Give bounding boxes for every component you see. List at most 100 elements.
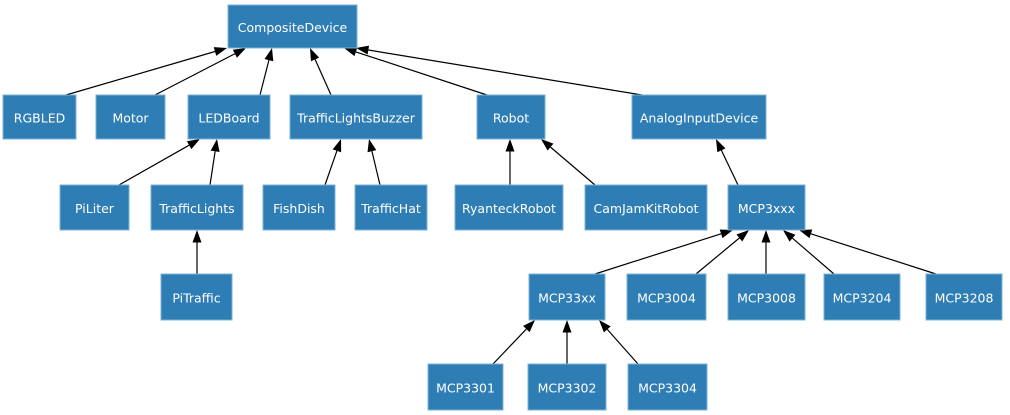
class-node-box[interactable]	[187, 94, 271, 140]
arrowhead-icon	[186, 139, 200, 150]
class-node-mcp33xx[interactable]: MCP33xx	[528, 273, 606, 321]
class-node-box[interactable]	[59, 184, 130, 231]
class-node-box[interactable]	[823, 273, 901, 321]
class-node-rgbled[interactable]: RGBLED	[2, 94, 77, 140]
class-node-box[interactable]	[626, 273, 707, 321]
inheritance-edge-analoginputdevice-to-compositedevice	[356, 45, 643, 96]
class-node-label: RGBLED	[14, 111, 65, 126]
class-node-label: MCP3204	[833, 291, 892, 306]
arrowhead-icon	[332, 139, 342, 153]
class-node-box[interactable]	[262, 184, 336, 231]
class-node-robot[interactable]: Robot	[476, 94, 546, 140]
class-node-box[interactable]	[150, 184, 244, 231]
arrowhead-icon	[541, 139, 554, 151]
class-node-ledboard[interactable]: LEDBoard	[187, 94, 271, 140]
arrowhead-icon	[716, 139, 726, 153]
inheritance-edge-robot-to-compositedevice	[344, 47, 488, 96]
inheritance-edge-mcp3004-to-mcp3xxx	[695, 230, 749, 275]
inheritance-edge-trafficlightsbuzzer-to-compositedevice	[310, 48, 332, 96]
class-node-label: MCP3004	[637, 291, 696, 306]
class-node-label: MCP3008	[737, 291, 796, 306]
class-node-box[interactable]	[95, 94, 166, 140]
class-node-box[interactable]	[727, 184, 806, 231]
class-node-mcp3301[interactable]: MCP3301	[427, 363, 504, 411]
class-node-box[interactable]	[227, 4, 358, 49]
class-node-piliter[interactable]: PiLiter	[59, 184, 130, 231]
class-node-mcp3304[interactable]: MCP3304	[627, 363, 708, 411]
class-node-box[interactable]	[427, 363, 504, 411]
class-node-label: Robot	[493, 111, 529, 126]
class-node-label: TrafficLightsBuzzer	[296, 111, 416, 126]
arrowhead-icon	[344, 47, 358, 57]
arrowhead-icon	[310, 48, 320, 62]
arrowhead-icon	[264, 48, 274, 62]
class-node-box[interactable]	[528, 273, 606, 321]
inheritance-edge-mcp3304-to-mcp33xx	[599, 320, 639, 365]
arrowhead-icon	[719, 229, 733, 239]
arrowhead-icon	[523, 320, 535, 333]
class-node-mcp3xxx[interactable]: MCP3xxx	[727, 184, 806, 231]
inheritance-edge-mcp3204-to-mcp3xxx	[783, 230, 835, 275]
arrowhead-icon	[213, 47, 227, 56]
arrowhead-icon	[736, 230, 749, 242]
class-node-label: TrafficLights	[158, 201, 234, 216]
class-node-motor[interactable]: Motor	[95, 94, 166, 140]
class-node-label: RyanteckRobot	[462, 201, 556, 216]
arrowhead-icon	[599, 320, 611, 333]
arrowhead-icon	[356, 45, 370, 55]
class-node-label: MCP3304	[638, 381, 697, 396]
class-node-compositedevice[interactable]: CompositeDevice	[227, 4, 358, 49]
class-node-pitraffic[interactable]: PiTraffic	[160, 273, 233, 321]
class-node-label: MCP3208	[935, 291, 994, 306]
inheritance-edge-traffichat-to-trafficlightsbuzzer	[367, 139, 381, 186]
class-node-box[interactable]	[925, 273, 1003, 321]
class-node-box[interactable]	[454, 184, 564, 231]
class-node-box[interactable]	[527, 363, 607, 411]
class-node-box[interactable]	[476, 94, 546, 140]
class-node-label: MCP3302	[538, 381, 597, 396]
class-node-fishdish[interactable]: FishDish	[262, 184, 336, 231]
inheritance-edge-motor-to-compositedevice	[154, 48, 246, 96]
class-node-label: CompositeDevice	[238, 20, 348, 35]
class-node-mcp3004[interactable]: MCP3004	[626, 273, 707, 321]
class-node-mcp3208[interactable]: MCP3208	[925, 273, 1003, 321]
class-node-box[interactable]	[354, 184, 428, 231]
arrowhead-icon	[562, 320, 572, 333]
arrowhead-icon	[210, 139, 220, 153]
class-node-ryanteckrobot[interactable]: RyanteckRobot	[454, 184, 564, 231]
class-node-label: AnalogInputDevice	[640, 111, 759, 126]
class-node-label: LEDBoard	[198, 111, 259, 126]
inheritance-edge-mcp3008-to-mcp3xxx	[761, 230, 771, 274]
arrowhead-icon	[783, 230, 796, 242]
arrowhead-icon	[799, 229, 813, 239]
inheritance-edge-trafficlights-to-ledboard	[209, 139, 220, 186]
class-node-trafficlights[interactable]: TrafficLights	[150, 184, 244, 231]
class-node-label: CamJamKitRobot	[594, 201, 699, 216]
class-node-box[interactable]	[584, 184, 708, 231]
class-node-box[interactable]	[727, 273, 806, 321]
arrowhead-icon	[232, 48, 246, 58]
class-node-label: PiLiter	[75, 201, 115, 216]
inheritance-edge-camjamkitrobot-to-robot	[541, 139, 596, 186]
class-node-box[interactable]	[289, 94, 423, 140]
class-node-box[interactable]	[631, 94, 767, 140]
class-node-mcp3008[interactable]: MCP3008	[727, 273, 806, 321]
inheritance-edge-mcp33xx-to-mcp3xxx	[594, 229, 733, 275]
class-node-box[interactable]	[627, 363, 708, 411]
arrowhead-icon	[367, 139, 377, 153]
class-node-label: TrafficHat	[360, 201, 421, 216]
class-node-camjamkitrobot[interactable]: CamJamKitRobot	[584, 184, 708, 231]
inheritance-edge-ledboard-to-compositedevice	[259, 48, 274, 96]
class-node-label: MCP3xxx	[738, 201, 795, 216]
class-node-traffichat[interactable]: TrafficHat	[354, 184, 428, 231]
inheritance-edge-rgbled-to-compositedevice	[65, 47, 227, 96]
inheritance-edge-mcp3xxx-to-analoginputdevice	[716, 139, 739, 186]
class-node-box[interactable]	[2, 94, 77, 140]
class-node-analoginputdevice[interactable]: AnalogInputDevice	[631, 94, 767, 140]
class-node-mcp3302[interactable]: MCP3302	[527, 363, 607, 411]
class-node-trafficlightsbuzzer[interactable]: TrafficLightsBuzzer	[289, 94, 423, 140]
class-node-box[interactable]	[160, 273, 233, 321]
arrowhead-icon	[505, 139, 515, 152]
class-node-mcp3204[interactable]: MCP3204	[823, 273, 901, 321]
